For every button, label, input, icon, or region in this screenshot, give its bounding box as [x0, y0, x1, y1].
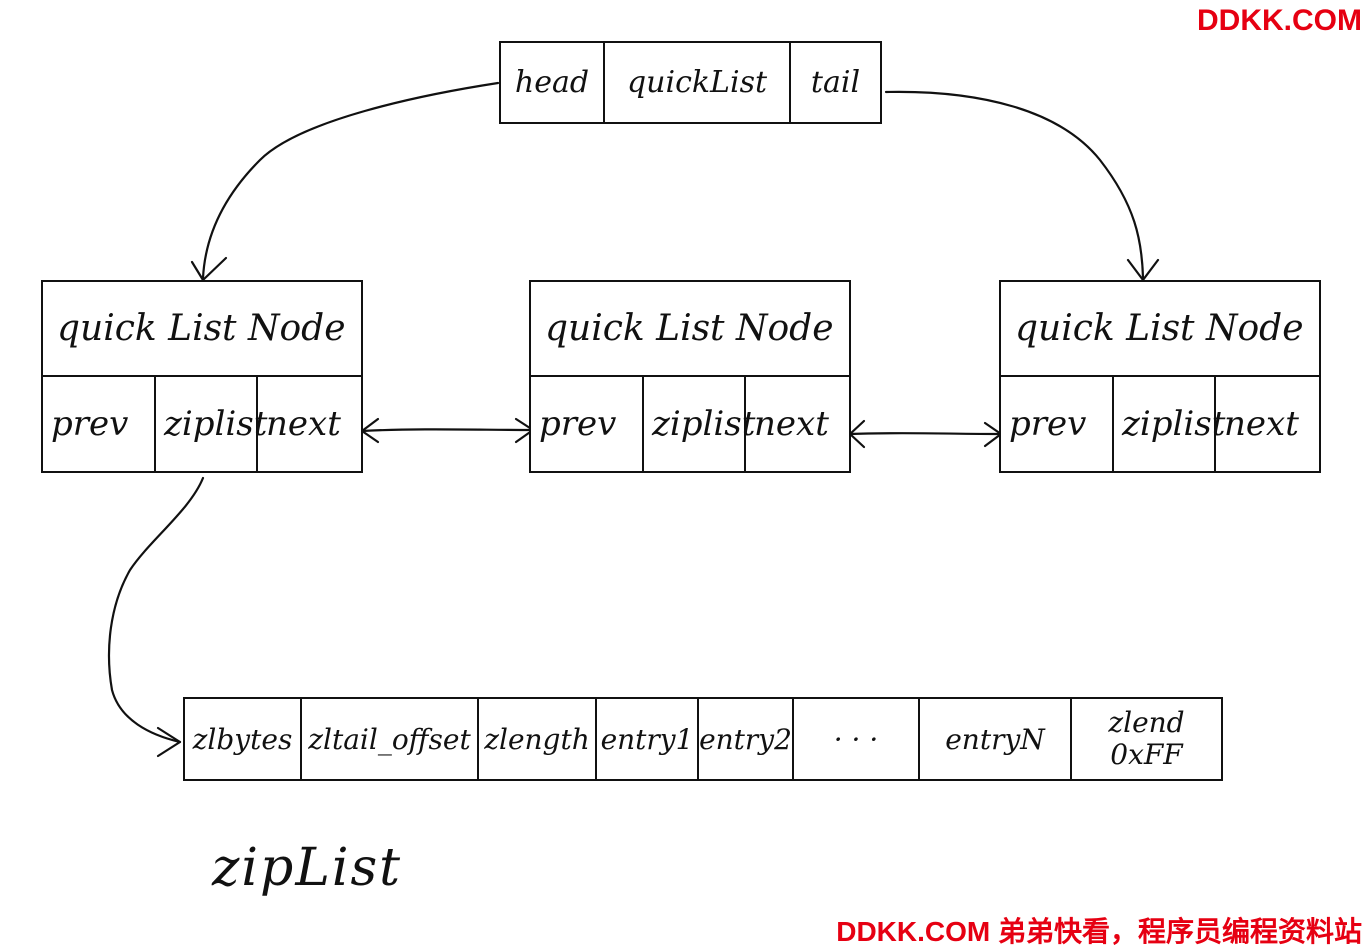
quicklist-head-field: head	[514, 65, 590, 100]
quicklist-node-1: quick List Node prev ziplist next	[41, 280, 363, 473]
ziplist-pointer-arrowhead	[156, 726, 182, 758]
quicklist-struct: head quickList tail	[499, 41, 882, 124]
ziplist-zltail-offset-cell: zltail_offset	[300, 699, 477, 779]
quicklist-node-2: quick List Node prev ziplist next	[529, 280, 851, 473]
node-prev-field: prev	[51, 404, 129, 444]
ziplist-entry2-cell: entry2	[697, 699, 792, 779]
node-fields: prev ziplist next	[43, 377, 361, 471]
node-title: quick List Node	[43, 282, 361, 377]
ziplist-caption: zipList	[212, 838, 403, 898]
zlend-label: zlend	[1108, 706, 1185, 739]
ziplist-zlend-cell: zlend 0xFF	[1070, 699, 1221, 779]
node-ziplist-field: ziplist	[154, 377, 267, 471]
node-ziplist-field: ziplist	[642, 377, 755, 471]
node-ziplist-field: ziplist	[1112, 377, 1225, 471]
quicklist-node-3: quick List Node prev ziplist next	[999, 280, 1321, 473]
ziplist-zlbytes-cell: zlbytes	[192, 722, 293, 756]
node-prev-field: prev	[539, 404, 617, 444]
node-fields: prev ziplist next	[531, 377, 849, 471]
node-title: quick List Node	[531, 282, 849, 377]
ziplist-pointer-arrow	[107, 476, 205, 744]
tail-pointer-arrow	[884, 90, 1145, 280]
ziplist-struct: zlbytes zltail_offset zlength entry1 ent…	[183, 697, 1223, 781]
head-pointer-arrowhead	[190, 256, 228, 282]
ziplist-entry1-cell: entry1	[595, 699, 697, 779]
quicklist-label: quickList	[603, 43, 789, 122]
node1-node2-link-arrow	[360, 428, 534, 433]
ziplist-entryN-cell: entryN	[918, 699, 1070, 779]
zlend-value: 0xFF	[1110, 738, 1183, 771]
watermark-bottom: DDKK.COM 弟弟快看，程序员编程资料站	[836, 916, 1362, 947]
ziplist-zlength-cell: zlength	[477, 699, 595, 779]
node-fields: prev ziplist next	[1001, 377, 1319, 471]
ziplist-ellipsis-cell: · · ·	[792, 699, 918, 779]
watermark-top: DDKK.COM	[1197, 4, 1362, 37]
node2-node3-link-arrow	[848, 432, 1003, 436]
node-prev-field: prev	[1009, 404, 1087, 444]
head-pointer-arrow	[201, 81, 500, 280]
node-title: quick List Node	[1001, 282, 1319, 377]
quicklist-tail-field: tail	[789, 43, 880, 122]
node-next-field: next	[1214, 377, 1319, 471]
node-next-field: next	[256, 377, 361, 471]
node-next-field: next	[744, 377, 849, 471]
